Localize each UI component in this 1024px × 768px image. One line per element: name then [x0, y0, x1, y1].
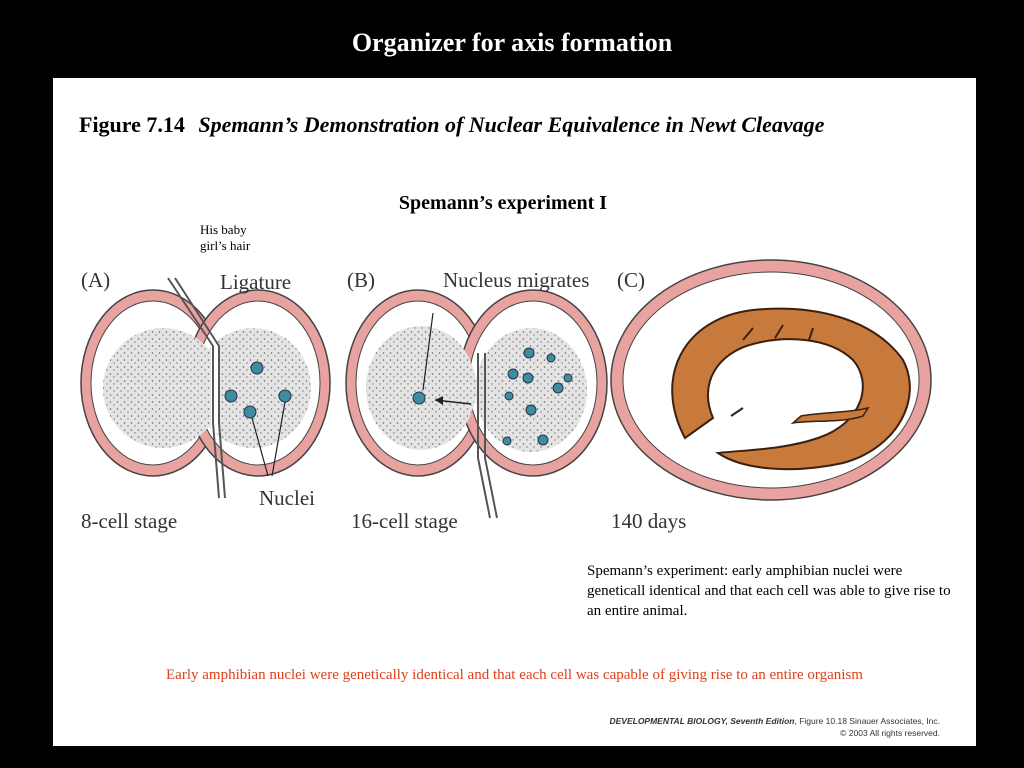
hair-note-line-2: girl’s hair	[200, 238, 251, 253]
hair-note: His baby girl’s hair	[200, 222, 290, 254]
stage-a-label: 8-cell stage	[81, 509, 178, 533]
figure-caption: Spemann’s Demonstration of Nuclear Equiv…	[198, 112, 825, 137]
slide-title: Organizer for axis formation	[351, 28, 673, 57]
migrated-nucleus	[412, 391, 426, 405]
figure-panel: Figure 7.14 Spemann’s Demonstration of N…	[53, 78, 976, 746]
panel-a-illustration	[80, 277, 331, 499]
credit-copyright: © 2003 All rights reserved.	[840, 728, 940, 738]
experiment-description: Spemann’s experiment: early amphibian nu…	[587, 563, 951, 619]
experiment-title: Spemann’s experiment I	[398, 192, 608, 214]
ligature-hair	[477, 353, 491, 519]
credit-book: DEVELOPMENTAL BIOLOGY, Seventh Edition	[609, 716, 795, 726]
ligature-hair	[167, 277, 220, 499]
ligature-label: Ligature	[220, 270, 292, 294]
panel-b-label: (B)	[347, 268, 375, 292]
panel-a-label: (A)	[81, 268, 111, 292]
panel-c-label: (C)	[617, 268, 645, 292]
cell-left	[366, 326, 476, 450]
nucleus	[250, 361, 264, 375]
cell-right	[475, 328, 587, 452]
panel-b-illustration	[345, 289, 608, 519]
stage-c-label: 140 days	[611, 509, 687, 533]
tadpole-larva	[671, 307, 911, 471]
credit-publisher: Sinauer Associates, Inc.	[846, 716, 940, 726]
hair-note-line-1: His baby	[200, 222, 247, 237]
source-credit: DEVELOPMENTAL BIOLOGY, Seventh Edition, …	[609, 715, 940, 739]
figure-number: Figure 7.14	[79, 112, 185, 137]
conclusion-text: Early amphibian nuclei were genetically …	[166, 667, 863, 683]
credit-figure: , Figure 10.18	[794, 716, 847, 726]
nuclei-label: Nuclei	[259, 486, 315, 510]
nucleus-migrates-label: Nucleus migrates	[443, 268, 590, 292]
cell-left	[103, 328, 223, 448]
nucleus	[278, 389, 292, 403]
nucleus	[224, 389, 238, 403]
nucleus	[243, 405, 257, 419]
embryo-diagram	[80, 259, 932, 519]
stage-b-label: 16-cell stage	[351, 509, 458, 533]
panel-c-illustration	[610, 259, 932, 501]
figure-title: Figure 7.14 Spemann’s Demonstration of N…	[79, 112, 824, 138]
